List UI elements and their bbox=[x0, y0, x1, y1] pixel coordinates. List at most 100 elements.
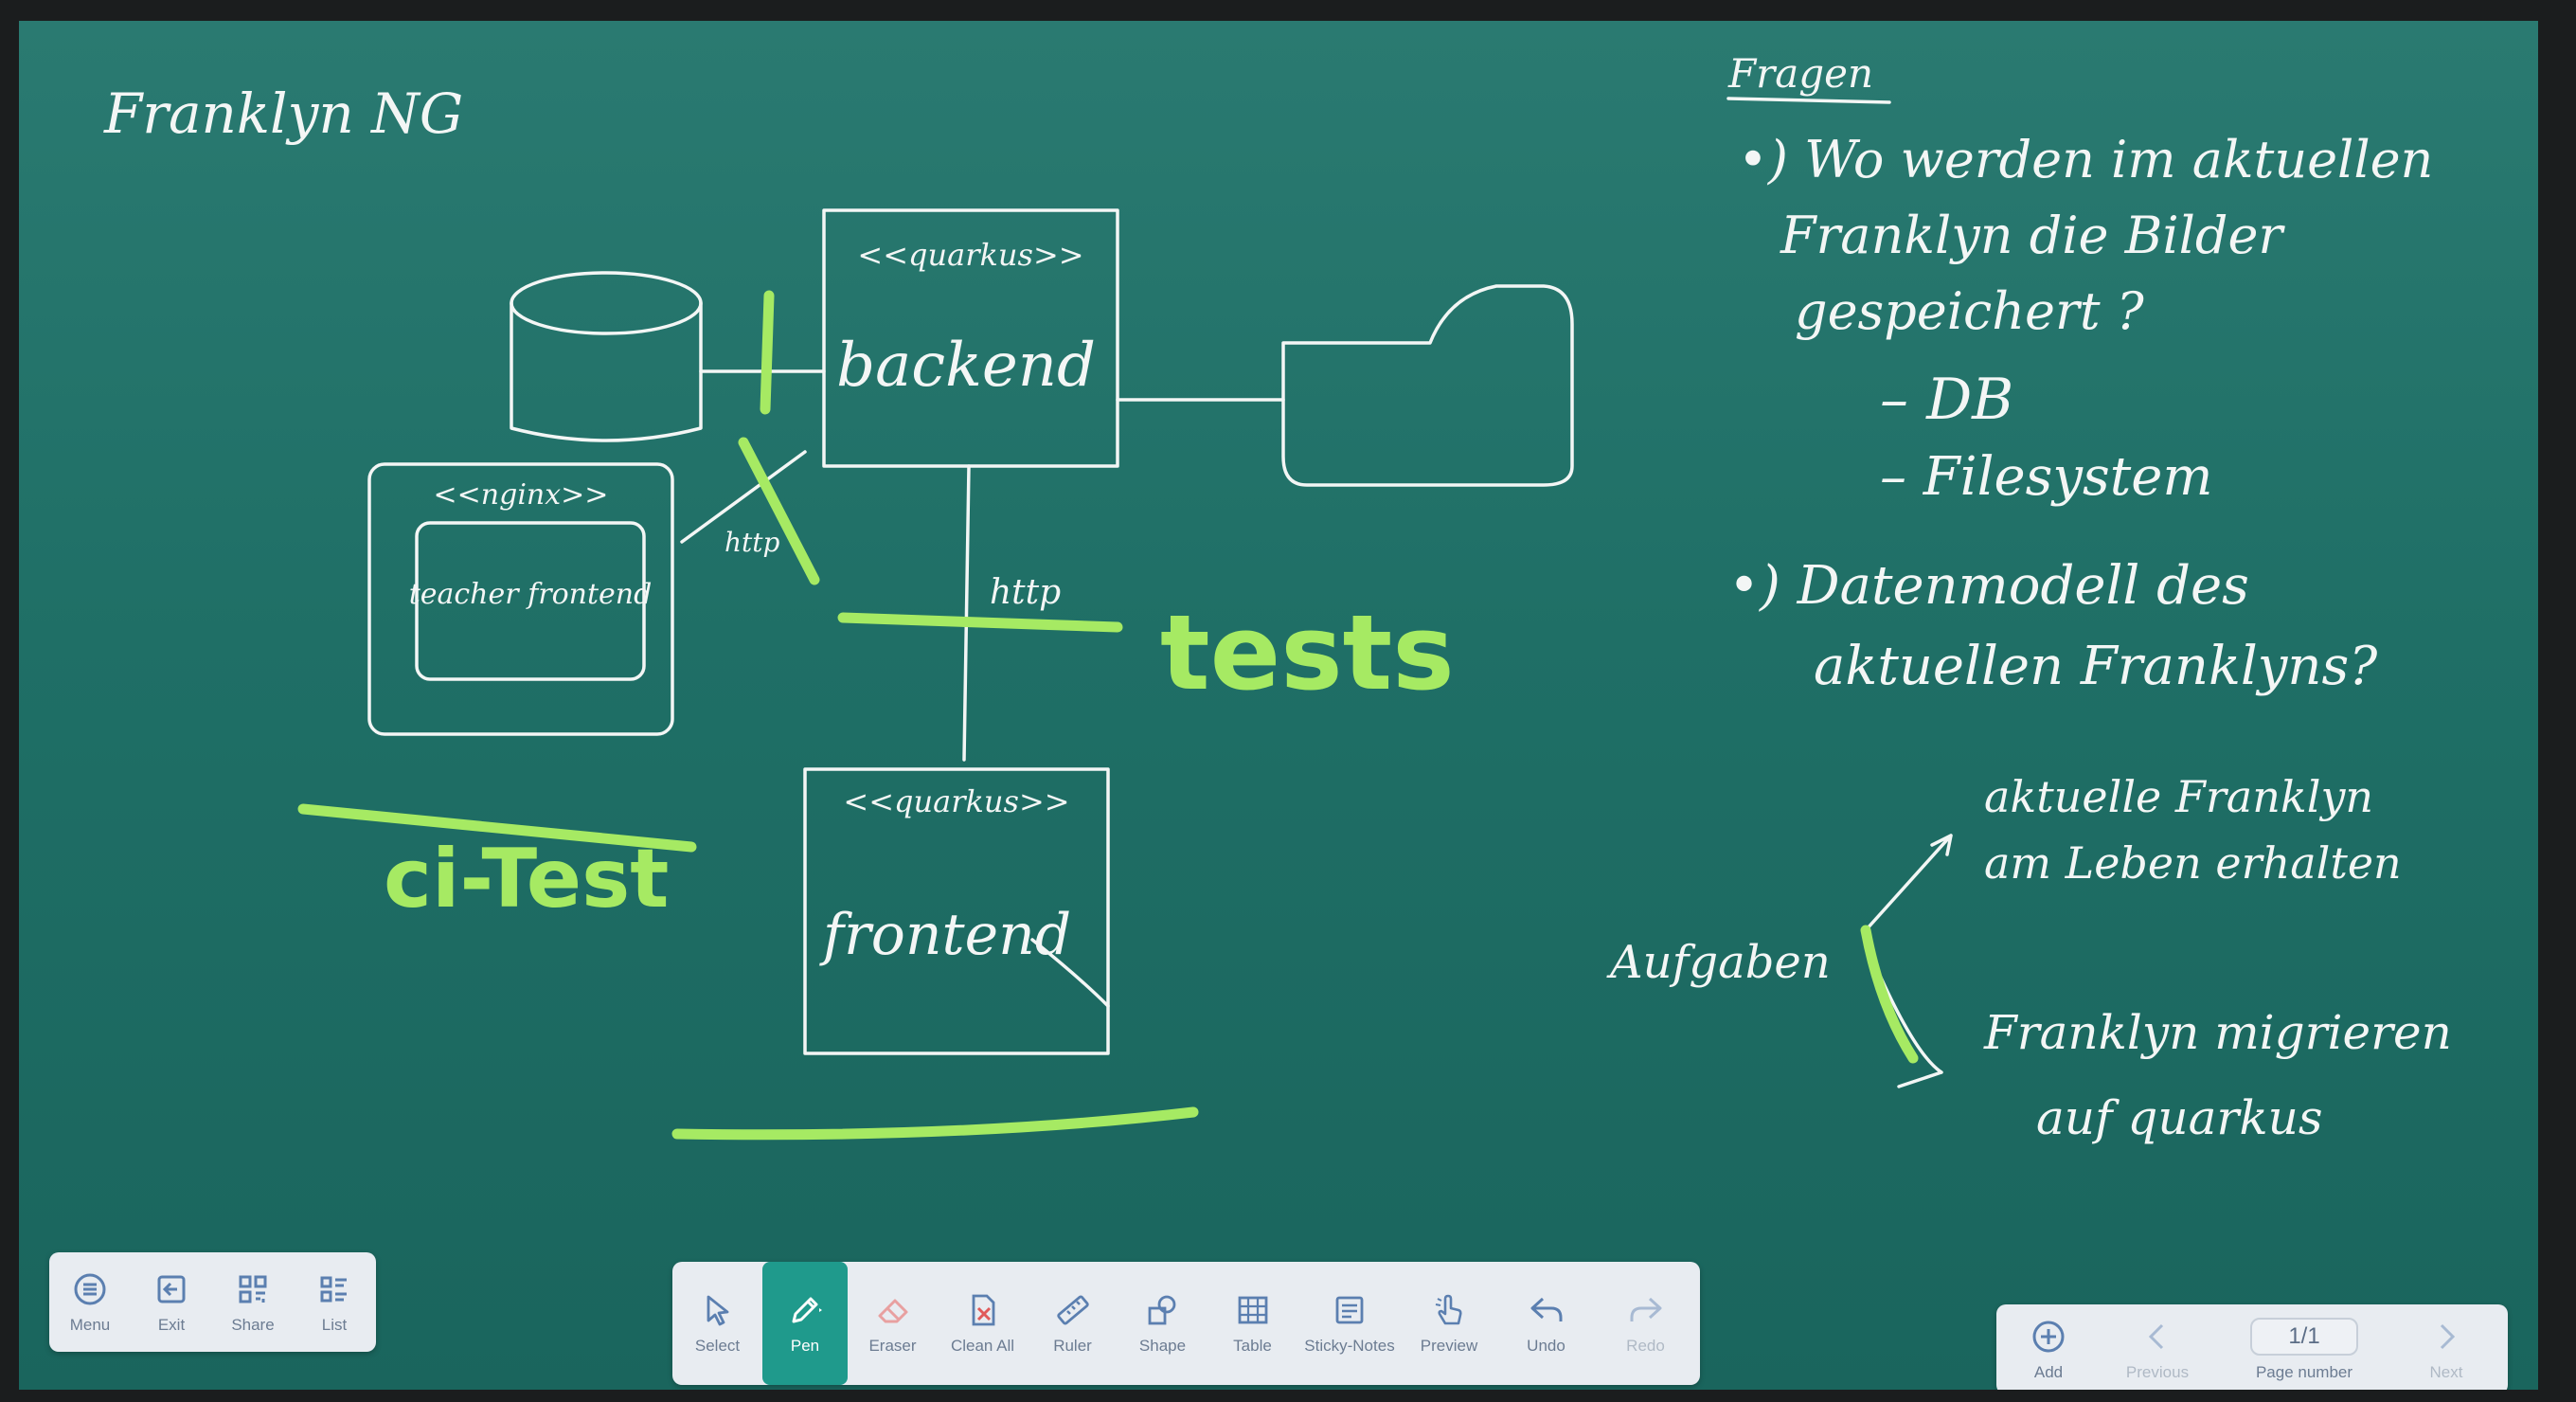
database-shape bbox=[510, 271, 703, 442]
question2-line1: •) Datenmodell des bbox=[1728, 555, 2249, 617]
whiteboard-canvas[interactable]: Franklyn NG <<quarkus>> backend <<nginx>… bbox=[19, 21, 2538, 1390]
add-page-button[interactable]: Add bbox=[1996, 1318, 2101, 1382]
eraser-label: Eraser bbox=[868, 1337, 917, 1355]
list-icon bbox=[320, 1276, 347, 1302]
nginx-stereotype: <<nginx>> bbox=[434, 478, 609, 512]
db-connector-mark bbox=[760, 290, 775, 415]
chevron-right-icon bbox=[2440, 1323, 2456, 1349]
table-label: Table bbox=[1233, 1337, 1272, 1355]
share-button[interactable]: Share bbox=[212, 1252, 294, 1352]
undo-label: Undo bbox=[1527, 1337, 1565, 1355]
question1-option-filesystem: – Filesystem bbox=[1880, 446, 2212, 508]
table-tool[interactable]: Table bbox=[1208, 1262, 1297, 1385]
pen-tool[interactable]: Pen bbox=[762, 1262, 848, 1385]
page-navigation: Add Previous 1/1 Page number Next bbox=[1996, 1304, 2508, 1390]
nginx-box bbox=[367, 462, 674, 736]
ruler-label: Ruler bbox=[1053, 1337, 1092, 1355]
ci-marker-line bbox=[297, 803, 697, 853]
teacher-frontend-box bbox=[415, 521, 646, 681]
shape-tool[interactable]: Shape bbox=[1118, 1262, 1208, 1385]
sticky-notes-icon bbox=[1335, 1296, 1364, 1324]
questions-title-underline bbox=[1726, 97, 1891, 104]
eraser-tool[interactable]: Eraser bbox=[848, 1262, 938, 1385]
task2-line1: Franklyn migrieren bbox=[1983, 1005, 2452, 1060]
question1-line1: •) Wo werden im aktuellen bbox=[1738, 130, 2433, 189]
tasks-label: Aufgaben bbox=[1606, 936, 1831, 989]
list-button[interactable]: List bbox=[294, 1252, 375, 1352]
select-label: Select bbox=[694, 1337, 741, 1355]
qr-share-icon bbox=[239, 1275, 267, 1303]
redo-button[interactable]: Redo bbox=[1596, 1262, 1695, 1385]
sticky-notes-label: Sticky-Notes bbox=[1304, 1337, 1395, 1355]
nginx-connector-strike bbox=[738, 437, 820, 585]
backend-stereotype: <<quarkus>> bbox=[857, 237, 1083, 273]
next-page-button[interactable]: Next bbox=[2394, 1318, 2498, 1382]
share-label: Share bbox=[231, 1315, 275, 1334]
previous-label: Previous bbox=[2125, 1362, 2190, 1381]
undo-icon bbox=[1530, 1297, 1562, 1321]
pen-icon bbox=[792, 1297, 822, 1323]
frontend-stereotype: <<quarkus>> bbox=[843, 783, 1069, 819]
menu-button[interactable]: Menu bbox=[49, 1252, 131, 1352]
tests-marker-line bbox=[837, 612, 1123, 633]
add-icon bbox=[2032, 1321, 2065, 1352]
exit-button[interactable]: Exit bbox=[131, 1252, 212, 1352]
preview-tool[interactable]: Preview bbox=[1402, 1262, 1496, 1385]
clean-all-label: Clean All bbox=[950, 1337, 1015, 1355]
task1-line1: aktuelle Franklyn bbox=[1984, 771, 2373, 822]
sticky-notes-tool[interactable]: Sticky-Notes bbox=[1297, 1262, 1402, 1385]
redo-label: Redo bbox=[1626, 1337, 1665, 1355]
tests-label: tests bbox=[1160, 592, 1455, 713]
previous-page-button[interactable]: Previous bbox=[2101, 1318, 2214, 1382]
http-left-label: http bbox=[724, 527, 780, 558]
frontend-highlight-stroke bbox=[671, 1106, 1199, 1141]
redo-icon bbox=[1630, 1297, 1661, 1321]
backend-box bbox=[822, 208, 1119, 468]
exit-label: Exit bbox=[157, 1315, 186, 1334]
task-highlight-stroke bbox=[1860, 925, 1919, 1064]
clean-all-icon bbox=[972, 1294, 994, 1326]
page-number-indicator[interactable]: 1/1 Page number bbox=[2214, 1317, 2394, 1382]
table-icon bbox=[1238, 1296, 1267, 1324]
frontend-underline bbox=[1030, 938, 1110, 1008]
eraser-icon bbox=[878, 1299, 907, 1323]
add-label: Add bbox=[2033, 1362, 2064, 1381]
whiteboard-screen: Franklyn NG <<quarkus>> backend <<nginx>… bbox=[19, 21, 2538, 1390]
menu-label: Menu bbox=[69, 1315, 111, 1334]
main-toolbar: Select Pen Eraser Clean All Ruler Shape … bbox=[672, 1262, 1700, 1385]
left-toolbar: Menu Exit Share List bbox=[49, 1252, 376, 1352]
page-number-value: 1/1 bbox=[2250, 1317, 2358, 1356]
next-label: Next bbox=[2429, 1362, 2463, 1381]
teacher-frontend-label: teacher frontend bbox=[409, 578, 653, 611]
ruler-tool[interactable]: Ruler bbox=[1028, 1262, 1118, 1385]
menu-icon bbox=[74, 1273, 106, 1304]
board-title: Franklyn NG bbox=[103, 81, 463, 146]
question2-line2: aktuellen Franklyns? bbox=[1814, 636, 2378, 697]
chevron-left-icon bbox=[2148, 1323, 2164, 1349]
frontend-box bbox=[803, 767, 1110, 1055]
preview-label: Preview bbox=[1420, 1337, 1478, 1355]
pen-label: Pen bbox=[790, 1337, 820, 1355]
question1-option-db: – DB bbox=[1880, 367, 2013, 433]
task1-arrow bbox=[1864, 834, 1953, 932]
nginx-backend-connector bbox=[680, 450, 807, 544]
questions-title: Fragen bbox=[1727, 50, 1873, 97]
shape-label: Shape bbox=[1138, 1337, 1187, 1355]
cursor-icon bbox=[707, 1295, 728, 1326]
ci-test-label: ci-Test bbox=[384, 832, 669, 926]
clean-all-tool[interactable]: Clean All bbox=[938, 1262, 1028, 1385]
frontend-label: frontend bbox=[819, 902, 1071, 968]
task1-line2: am Leben erhalten bbox=[1984, 837, 2402, 889]
undo-button[interactable]: Undo bbox=[1496, 1262, 1596, 1385]
ruler-icon bbox=[1056, 1295, 1089, 1325]
preview-icon bbox=[1435, 1294, 1462, 1325]
select-tool[interactable]: Select bbox=[672, 1262, 762, 1385]
backend-label: backend bbox=[836, 331, 1096, 401]
shape-icon bbox=[1148, 1295, 1175, 1325]
http-right-label: http bbox=[990, 573, 1061, 612]
list-label: List bbox=[321, 1315, 348, 1334]
backend-frontend-connector bbox=[962, 464, 971, 762]
exit-icon bbox=[157, 1275, 186, 1303]
page-number-caption: Page number bbox=[2255, 1362, 2353, 1381]
filesystem-folder-shape bbox=[1281, 284, 1574, 487]
